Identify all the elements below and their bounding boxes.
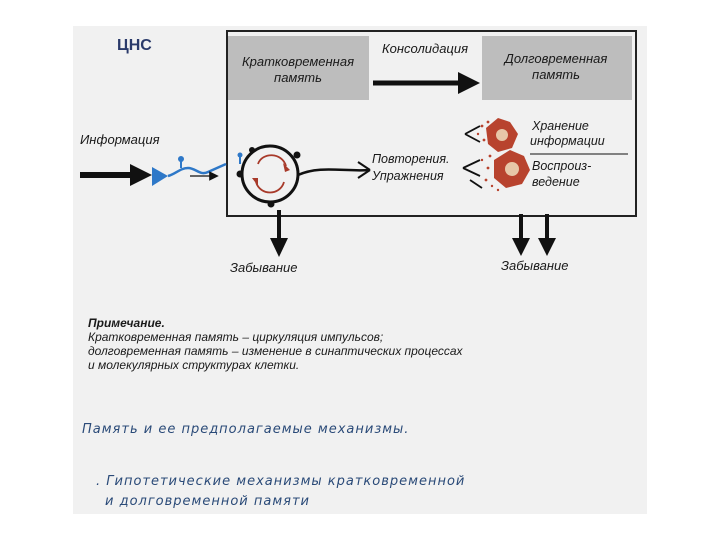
sub-caption-1: . Гипотетические механизмы кратковременн… bbox=[96, 474, 465, 489]
red-loop-arrow-bottom bbox=[255, 181, 285, 194]
short-term-label-1: Кратковременная bbox=[242, 54, 354, 69]
consolidation-arrow-head bbox=[458, 72, 480, 94]
long-term-label-2: память bbox=[532, 67, 580, 82]
recall-label-1: Воспроиз- bbox=[532, 159, 591, 173]
forgetting-arrow-right-1-head bbox=[512, 238, 530, 256]
sub-caption-2: и долговременной памяти bbox=[105, 494, 310, 509]
scanned-page bbox=[73, 26, 647, 514]
recall-label-2: ведение bbox=[532, 175, 580, 189]
storage-label-2: информации bbox=[530, 134, 605, 148]
forgetting-right-label: Забывание bbox=[501, 258, 568, 273]
note-heading: Примечание. bbox=[88, 316, 165, 330]
long-term-label-1: Долговременная bbox=[503, 51, 608, 66]
red-loop-arrow-top bbox=[257, 154, 287, 167]
cns-frame bbox=[226, 30, 637, 217]
information-arrow-head bbox=[130, 164, 152, 186]
long-term-box bbox=[482, 36, 632, 100]
consolidation-label: Консолидация bbox=[382, 41, 468, 56]
main-caption: Память и ее предполагаемые механизмы. bbox=[82, 422, 409, 437]
storage-label-1: Хранение bbox=[531, 119, 589, 133]
note-line-2: долговременная память – изменение в сина… bbox=[88, 344, 464, 358]
short-term-label-2: память bbox=[274, 70, 322, 85]
information-label: Информация bbox=[80, 132, 160, 147]
forgetting-arrow-left-head bbox=[270, 238, 288, 257]
repetition-label-1: Повторения. bbox=[372, 152, 450, 166]
cns-title: ЦНС bbox=[117, 37, 152, 54]
repetition-label-2: Упражнения bbox=[371, 169, 444, 183]
short-term-box bbox=[228, 36, 369, 100]
note-line-1: Кратковременная память – циркуляция импу… bbox=[88, 330, 383, 344]
forgetting-left-label: Забывание bbox=[230, 260, 297, 275]
blue-synapse-dot bbox=[178, 156, 184, 162]
blue-neuron-axon bbox=[167, 162, 227, 178]
blue-neuron-body bbox=[152, 167, 168, 186]
forgetting-arrow-right-2-head bbox=[538, 238, 556, 256]
note-line-3: и молекулярных структурах клетки. bbox=[88, 358, 299, 372]
repetition-axon bbox=[297, 168, 371, 177]
